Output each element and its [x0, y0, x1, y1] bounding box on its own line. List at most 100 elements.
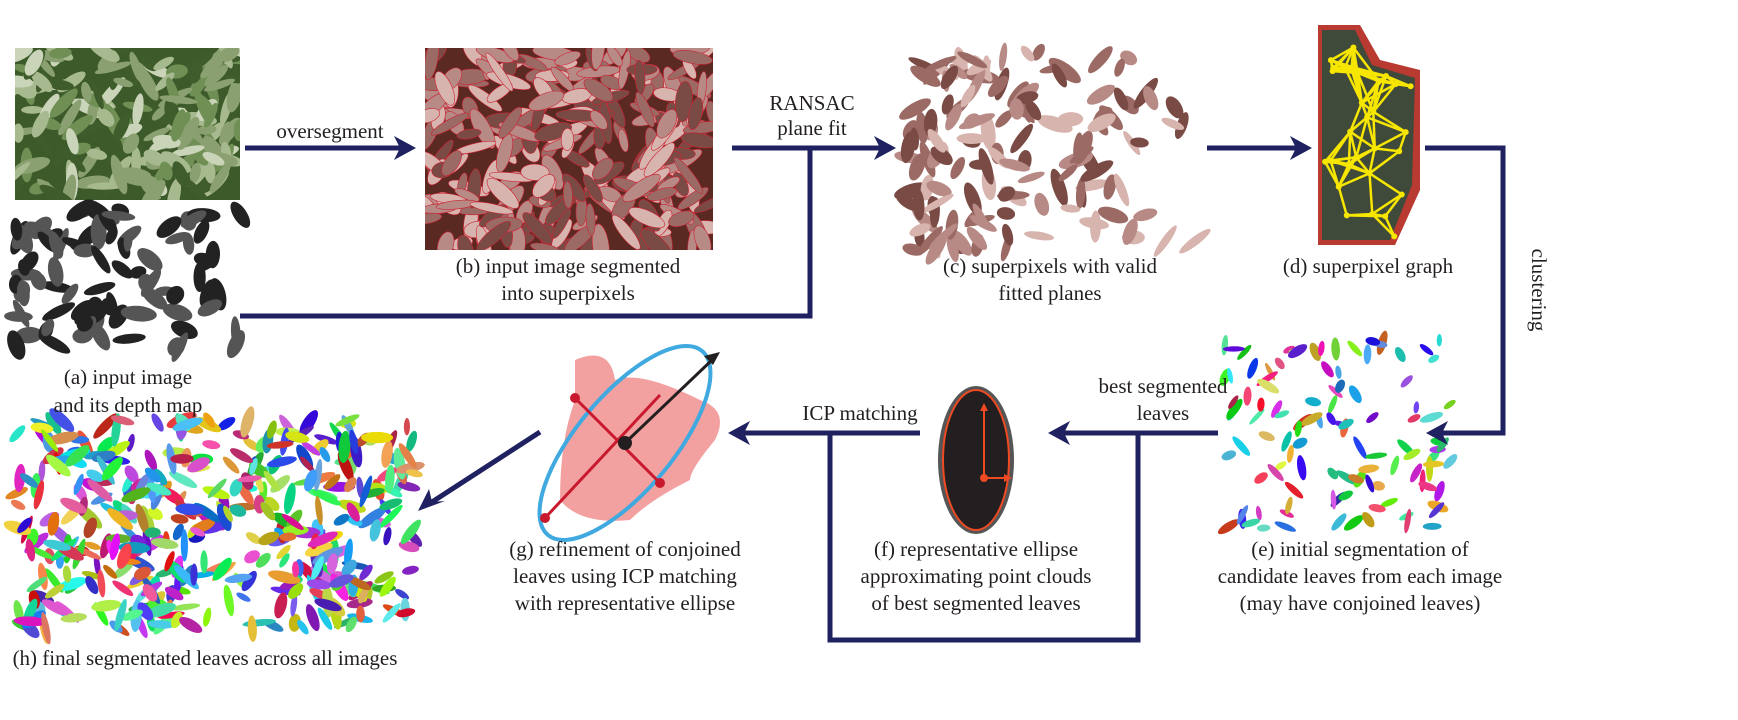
leaf-shape	[1428, 502, 1445, 519]
leaf-shape	[25, 538, 36, 562]
leaf-shape	[285, 431, 310, 443]
leaf-shape	[13, 616, 47, 627]
leaf-shape	[912, 188, 925, 221]
leaf-shape	[153, 56, 174, 71]
leaf-shape	[673, 156, 704, 195]
graph-edge	[1338, 172, 1371, 188]
leaf-shape	[908, 153, 926, 181]
leaf-shape	[1274, 521, 1296, 532]
leaf-shape	[57, 577, 87, 591]
leaf-shape	[1301, 412, 1323, 426]
leaf-shape	[263, 470, 280, 492]
leaf-shape	[20, 251, 39, 272]
leaf-shape	[1002, 223, 1014, 246]
leaf-shape	[1321, 361, 1334, 378]
leaf-shape	[114, 598, 127, 632]
leaf-shape	[668, 210, 695, 227]
graph-edge	[1330, 46, 1355, 62]
leaf-shape	[47, 431, 79, 445]
leaf-shape	[15, 123, 24, 143]
leaf-shape	[1428, 354, 1440, 364]
leaf-shape	[276, 544, 291, 560]
leaf-shape	[103, 564, 118, 579]
leaf-shape	[585, 203, 596, 236]
leaf-shape	[146, 482, 172, 496]
leaf-shape	[142, 583, 158, 602]
leaf-shape	[950, 157, 966, 180]
leaf-shape	[288, 583, 304, 599]
leaf-shape	[1286, 444, 1294, 463]
oversegment-label: oversegment	[276, 119, 383, 143]
leaf-shape	[166, 285, 185, 305]
leaf-shape	[237, 482, 254, 505]
leaf-shape	[611, 214, 641, 250]
leaf-shape	[172, 523, 184, 541]
leaf-shape	[687, 97, 704, 131]
leaf-shape	[1326, 412, 1336, 426]
leaf-shape	[680, 132, 713, 149]
leaf-shape	[94, 61, 132, 74]
leaf-shape	[170, 611, 183, 629]
leaf-shape	[226, 77, 240, 113]
graph-edge	[1332, 68, 1352, 73]
leaf-shape	[1257, 378, 1280, 394]
leaf-shape	[1318, 340, 1325, 357]
graph-node	[1348, 66, 1355, 73]
leaf-shape	[255, 552, 271, 568]
leaf-shape	[61, 174, 77, 200]
graph-node	[1407, 83, 1414, 90]
leaf-shape	[1060, 204, 1081, 213]
leaf-shape	[297, 619, 309, 635]
leaf-shape	[31, 110, 50, 138]
leaf-shape	[434, 71, 455, 106]
graph-node	[1327, 157, 1334, 164]
leaf-shape	[5, 487, 28, 500]
leaf-shape	[1338, 418, 1354, 430]
leaf-shape	[132, 93, 144, 126]
leaf-shape	[76, 315, 94, 332]
leaf-shape	[258, 531, 280, 546]
graph-edge	[1368, 150, 1400, 175]
leaf-shape	[486, 177, 520, 209]
leaf-shape	[562, 180, 573, 209]
leaf-shape	[1017, 171, 1045, 184]
leaf-shape	[358, 587, 369, 604]
leaf-shape	[591, 223, 610, 250]
leaf-shape	[999, 158, 1030, 172]
leaf-shape	[3, 520, 32, 536]
caption-b-line1: (b) input image segmented	[456, 254, 681, 278]
leaf-shape	[166, 178, 182, 200]
leaf-shape	[311, 555, 324, 581]
leaf-shape	[317, 607, 333, 630]
leaf-shape	[66, 199, 96, 222]
leaf-shape	[1024, 231, 1055, 241]
leaf-shape	[1419, 343, 1434, 356]
leaf-shape	[1365, 452, 1388, 459]
graph-node	[1353, 154, 1360, 161]
graph-edge	[1350, 68, 1363, 104]
leaf-shape	[687, 229, 697, 250]
leaf-shape	[1113, 173, 1130, 207]
leaf-shape	[177, 117, 200, 150]
leaf-shape	[20, 473, 39, 488]
leaf-shape	[403, 418, 411, 436]
leaf-shape	[301, 441, 321, 456]
leaf-shape	[674, 81, 693, 123]
leaf-shape	[93, 413, 118, 439]
leaf-shape	[110, 415, 135, 426]
leaf-shape	[202, 152, 225, 166]
leaf-shape	[150, 538, 179, 549]
leaf-shape	[179, 617, 203, 633]
leaf-shape	[83, 517, 98, 539]
graph-node	[1391, 233, 1398, 240]
graph-node	[1369, 210, 1376, 217]
leaf-shape	[532, 174, 556, 198]
leaf-shape	[30, 272, 47, 291]
leaf-shape	[138, 273, 155, 293]
leaf-shape	[73, 243, 97, 258]
leaf-shape	[1366, 412, 1379, 423]
leaf-shape	[122, 133, 140, 154]
leaf-shape	[1075, 177, 1086, 209]
leaf-shape	[61, 283, 79, 304]
leaf-shape	[38, 460, 46, 482]
